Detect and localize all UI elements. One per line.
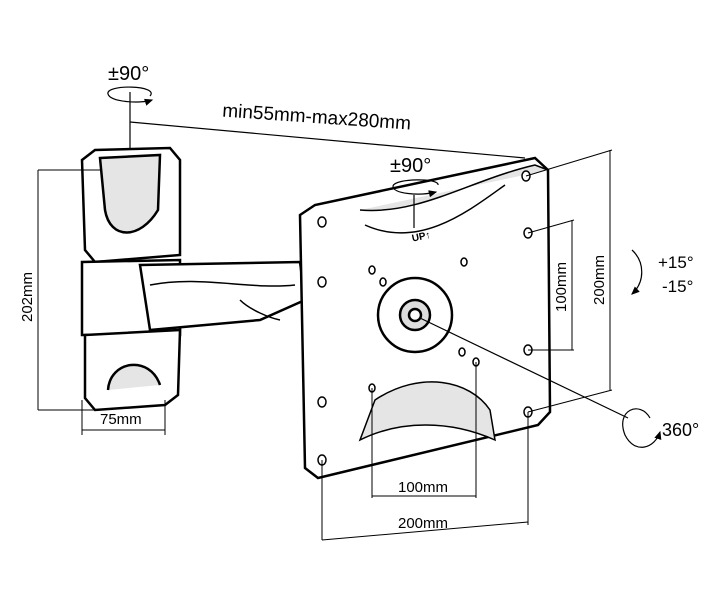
tilt-up-label: +15° (658, 253, 694, 272)
up-marker-label: UP↑ (411, 230, 432, 245)
wall-plate-height-label: 202mm (19, 272, 36, 322)
vesa-outer-height-label: 200mm (591, 255, 608, 305)
vesa-plate (298, 156, 552, 480)
arm-swivel-arrow-icon (107, 86, 154, 155)
wall-bracket (80, 146, 182, 412)
swing-arm (138, 260, 307, 332)
vesa-inner-width-dimension (371, 362, 477, 498)
wall-plate-width-dimension (81, 400, 166, 435)
rotation-arrow-icon (622, 408, 662, 448)
wall-plate-width-label: 75mm (100, 411, 142, 428)
extension-dimension-line (129, 121, 526, 159)
vesa-outer-width-dimension (321, 412, 529, 541)
vesa-inner-height-label: 100mm (553, 262, 570, 312)
plate-swivel-label: ±90° (390, 155, 431, 177)
tilt-down-label: -15° (662, 277, 693, 296)
rotation-leader-line (419, 317, 629, 419)
vesa-outer-height-dimension (525, 149, 613, 413)
vesa-inner-width-label: 100mm (398, 479, 448, 496)
vesa-inner-height-dimension (527, 219, 575, 351)
wall-plate-height-dimension (37, 169, 100, 411)
vesa-outer-width-label: 200mm (398, 515, 448, 532)
tilt-arrow-icon (631, 249, 643, 295)
plate-swivel-arrow-icon (392, 179, 439, 228)
rotation-label: 360° (662, 420, 699, 440)
arm-swivel-label: ±90° (108, 63, 149, 85)
extension-label: min55mm-max280mm (222, 100, 412, 134)
